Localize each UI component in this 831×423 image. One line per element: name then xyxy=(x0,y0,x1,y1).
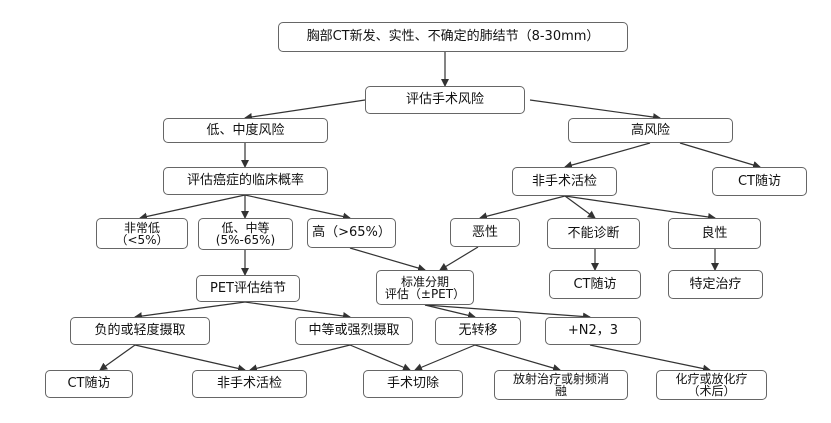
node-assess-surgical-risk: 评估手术风险 xyxy=(365,86,525,114)
node-moderate-or-intense-uptake: 中等或强烈摄取 xyxy=(295,317,413,345)
node-low-mid-risk: 低、中度风险 xyxy=(163,118,328,143)
node-low-mid-probability: 低、中等 (5%-65%) xyxy=(198,218,293,250)
node-standard-staging: 标准分期 评估（±PET） xyxy=(376,270,474,305)
node-malignant: 恶性 xyxy=(450,218,520,247)
node-nonsurgical-biopsy-bottom: 非手术活检 xyxy=(192,370,307,398)
node-root: 胸部CT新发、实性、不确定的肺结节（8-30mm） xyxy=(278,22,628,52)
node-specific-treatment: 特定治疗 xyxy=(668,270,763,299)
node-pet-evaluate-nodule: PET评估结节 xyxy=(196,275,300,302)
node-no-metastasis: 无转移 xyxy=(435,317,521,345)
node-non-diagnostic: 不能诊断 xyxy=(547,218,640,249)
node-ct-followup-bottom: CT随访 xyxy=(45,370,133,398)
node-ct-followup-top: CT随访 xyxy=(712,167,807,196)
node-benign: 良性 xyxy=(668,218,761,249)
node-assess-cancer-probability: 评估癌症的临床概率 xyxy=(163,167,328,195)
node-very-low-probability: 非常低 （<5%） xyxy=(96,218,188,249)
node-negative-or-mild-uptake: 负的或轻度摄取 xyxy=(70,317,210,345)
node-chemo-or-chemoradiation: 化疗或放化疗 （术后） xyxy=(656,370,767,400)
node-high-risk: 高风险 xyxy=(568,118,733,143)
node-high-probability: 高（>65%） xyxy=(307,218,396,248)
node-ct-followup-mid: CT随访 xyxy=(549,270,641,299)
node-nonsurgical-biopsy-top: 非手术活检 xyxy=(512,167,617,196)
node-radiotherapy-or-ablation: 放射治疗或射频消 融 xyxy=(494,370,628,400)
node-n2-n3: +N2，3 xyxy=(545,317,641,345)
node-surgical-resection: 手术切除 xyxy=(363,370,463,398)
